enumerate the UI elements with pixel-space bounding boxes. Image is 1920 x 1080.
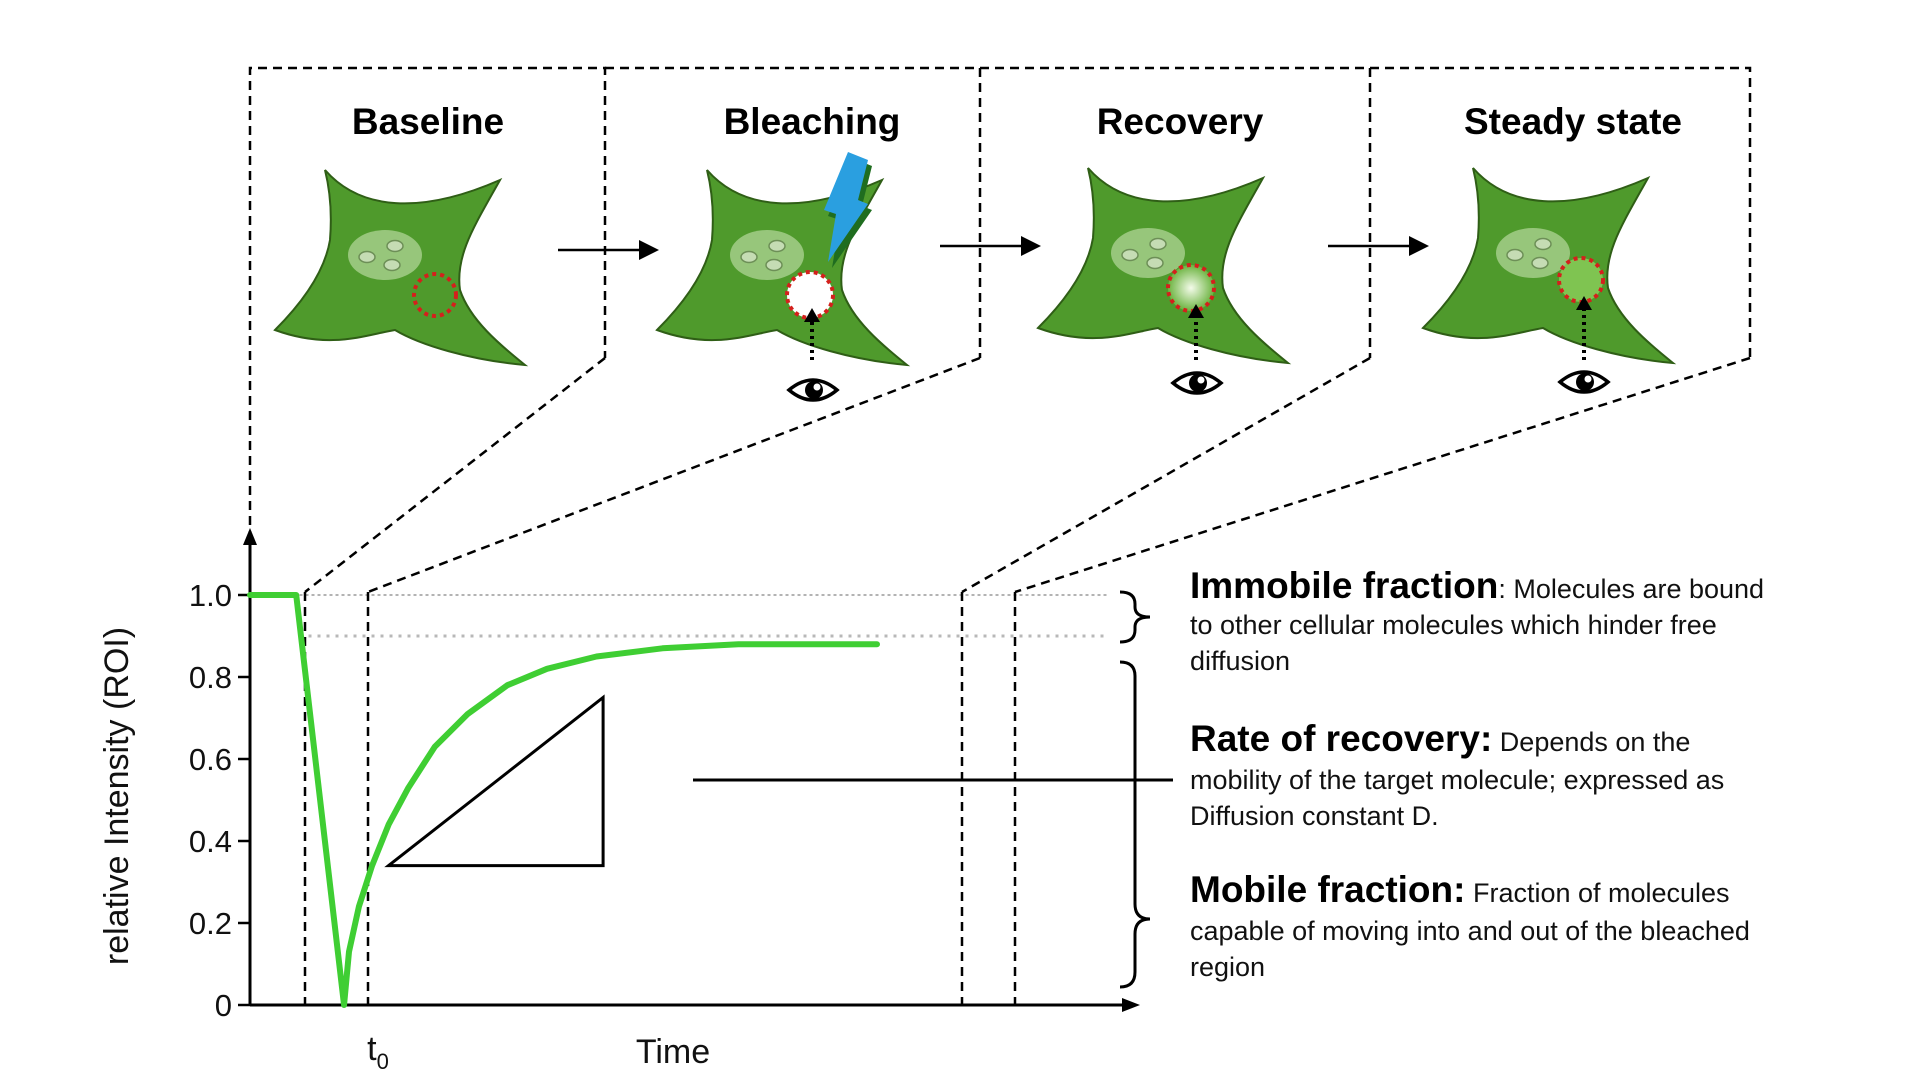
observation-bleaching (804, 308, 820, 360)
bracket-mobile-fraction (1119, 660, 1151, 989)
observation-steady-state (1576, 296, 1592, 360)
annotation-text: Molecules are bound (1506, 574, 1764, 604)
x-tick-subscript: 0 (377, 1049, 389, 1074)
y-axis-ticks: 0 0.2 0.4 0.6 0.8 1.0 (189, 578, 250, 1023)
annotation-heading: Mobile fraction: (1190, 869, 1465, 910)
annotation-rate-of-recovery: Rate of recovery: Depends on the mobilit… (1190, 718, 1724, 831)
zoom-connector (367, 356, 981, 594)
roi-marker (412, 272, 458, 318)
annotation-line: Immobile fraction: Molecules are bound (1190, 565, 1764, 606)
annotation-immobile-fraction: Immobile fraction: Molecules are bound t… (1190, 565, 1764, 676)
annotation-text: Diffusion constant D. (1190, 801, 1439, 831)
annotation-text: capable of moving into and out of the bl… (1190, 916, 1750, 946)
chart-series (247, 592, 880, 1008)
stage-title-baseline: Baseline (352, 101, 504, 142)
rate-triangle (384, 694, 605, 868)
annotation-text: to other cellular molecules which hinder… (1190, 610, 1717, 640)
roi-marker (785, 270, 835, 320)
reference-lines (299, 594, 1108, 638)
y-tick-label: 1.0 (189, 578, 232, 613)
stage-title-bleaching: Bleaching (724, 101, 901, 142)
eye-icon (1557, 370, 1611, 394)
x-tick-base: t (367, 1030, 377, 1068)
cell-baseline (274, 169, 526, 366)
y-axis-title: relative Intensity (ROI) (98, 627, 136, 965)
annotation-text: region (1190, 952, 1265, 982)
cell-steady-state (1422, 167, 1674, 364)
annotation-text: mobility of the target molecule; express… (1190, 765, 1724, 795)
x-axis-title: Time (636, 1033, 710, 1071)
annotation-mobile-fraction: Mobile fraction: Fraction of molecules c… (1190, 869, 1750, 982)
stage-title-recovery: Recovery (1097, 101, 1264, 142)
bracket-immobile-fraction (1119, 590, 1151, 644)
recovery-curve-series-0 (247, 592, 880, 1008)
stage-title-steady-state: Steady state (1464, 101, 1682, 142)
y-tick-label: 0.2 (189, 906, 232, 941)
y-tick-label: 0.6 (189, 742, 232, 777)
time-markers (303, 592, 1017, 1005)
y-tick-label: 0.8 (189, 660, 232, 695)
cell-recovery (1037, 167, 1289, 364)
zoom-connector (1014, 356, 1751, 594)
eye-icon (1170, 371, 1224, 395)
annotation-line: Rate of recovery: Depends on the (1190, 718, 1690, 759)
stage-frame-4 (1370, 66, 1752, 358)
eye-icon (786, 378, 840, 402)
stage-frame-1 (248, 66, 607, 555)
y-tick-label: 0.4 (189, 824, 232, 859)
annotation-heading: Immobile fraction (1190, 565, 1498, 606)
zoom-connector (961, 356, 1371, 594)
lightning-bolt-icon (824, 152, 872, 268)
annotation-text: Fraction of molecules (1465, 878, 1729, 908)
annotation-line: Mobile fraction: Fraction of molecules (1190, 869, 1730, 910)
zoom-connector (304, 357, 606, 593)
x-axis-arrow-icon (1122, 998, 1140, 1012)
chart-axes (243, 528, 1140, 1012)
rate-triangle-shape (384, 694, 605, 868)
y-tick-label: 0 (215, 988, 232, 1023)
x-tick-label-t0: t0 (367, 1030, 389, 1074)
annotation-text: Depends on the (1492, 727, 1690, 757)
cell-bleaching (656, 169, 908, 366)
annotation-separator: : (1498, 574, 1506, 604)
observation-recovery (1188, 304, 1204, 360)
roi-marker (1166, 263, 1216, 313)
annotation-heading: Rate of recovery: (1190, 718, 1492, 759)
y-axis-arrow-icon (243, 528, 257, 545)
roi-marker (1557, 256, 1605, 304)
annotation-text: diffusion (1190, 646, 1290, 676)
